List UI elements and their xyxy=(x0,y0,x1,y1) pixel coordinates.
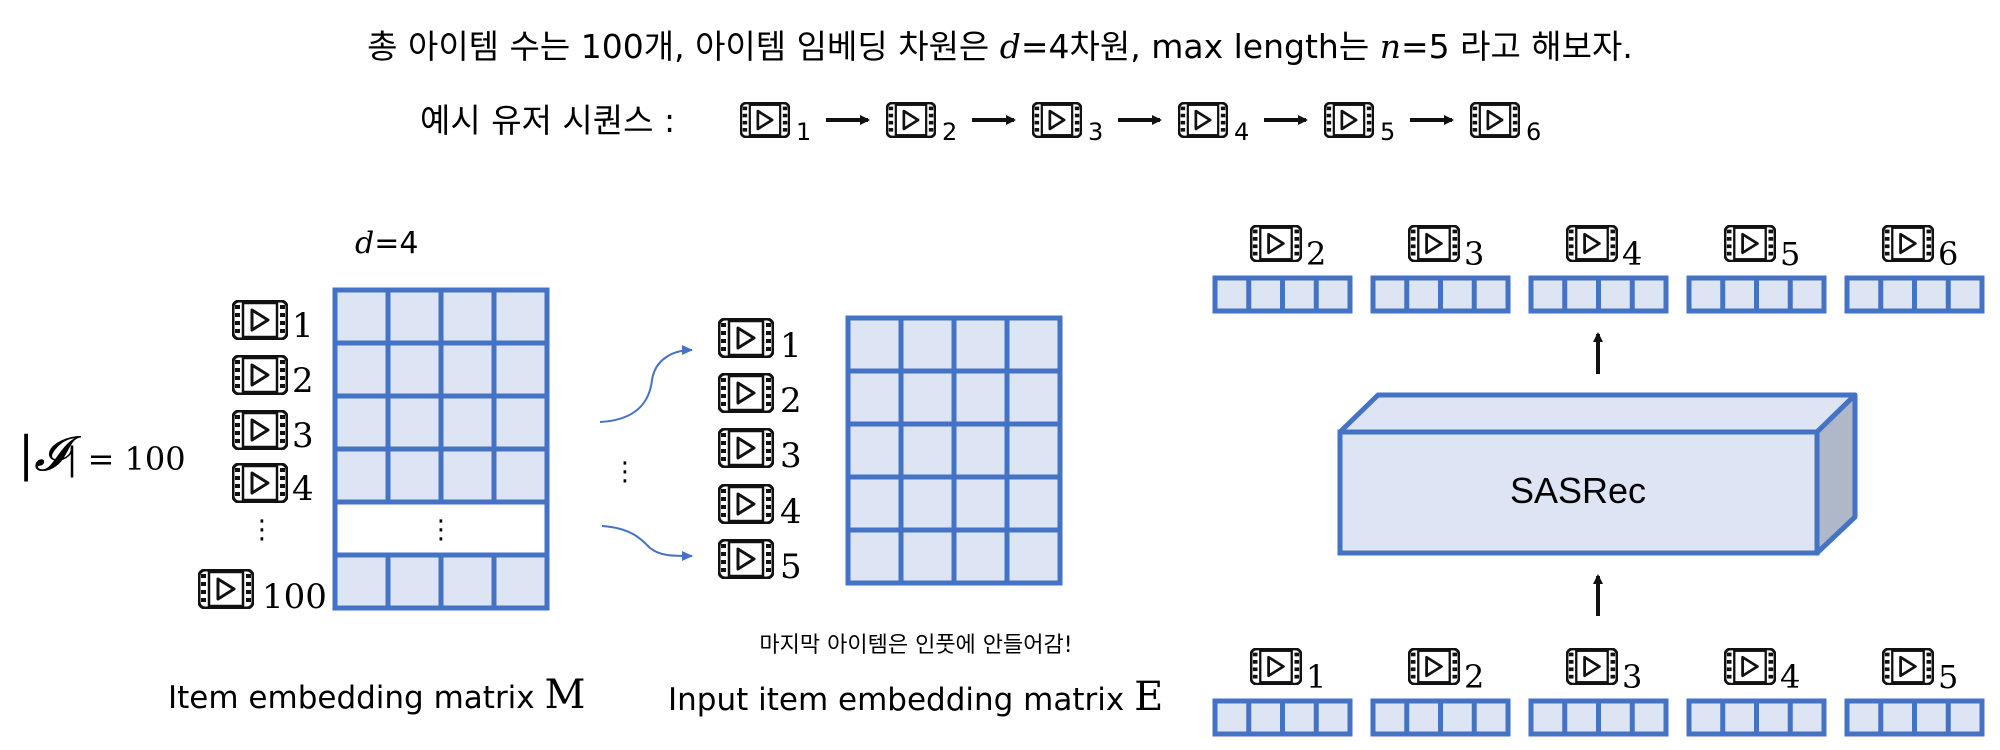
input-index: 1 xyxy=(1306,658,1326,696)
output-vectors xyxy=(1212,275,1985,314)
seq-index: 6 xyxy=(1526,118,1541,146)
item-set-size: |𝓘| = 100 xyxy=(18,426,186,482)
video-icon xyxy=(1324,102,1374,138)
input-vector xyxy=(1370,698,1511,737)
seq-index: 4 xyxy=(1234,118,1249,146)
sasrec-model-box: SASRec xyxy=(1337,392,1858,556)
input-row-labels: 1 2 3 4 5 xyxy=(718,318,802,587)
output-vector xyxy=(1370,275,1511,314)
seq-index: 5 xyxy=(1380,118,1395,146)
lookup-ellipsis: ⋮ xyxy=(612,457,638,487)
input-row-index: 4 xyxy=(780,492,802,532)
header-line-1: 총 아이템 수는 100개, 아이템 임베딩 차원은 d=4차원, max le… xyxy=(367,27,1633,66)
video-icon xyxy=(1566,648,1618,685)
output-vector xyxy=(1528,275,1669,314)
video-icon xyxy=(718,539,774,579)
input-matrix-caption: Input item embedding matrix E xyxy=(668,674,1163,720)
input-row-index: 1 xyxy=(780,326,802,366)
video-icon xyxy=(718,318,774,358)
input-embedding-matrix xyxy=(845,315,1063,586)
video-icon xyxy=(718,373,774,413)
video-icon xyxy=(1724,225,1776,262)
video-icon xyxy=(1882,225,1934,262)
row-index: 2 xyxy=(292,361,314,401)
item-matrix-caption: Item embedding matrix M xyxy=(168,672,585,718)
video-icon xyxy=(232,355,288,395)
example-sequence: 1 2 3 4 5 6 xyxy=(740,102,1541,146)
video-icon xyxy=(232,463,288,503)
output-vector xyxy=(1212,275,1353,314)
video-icon xyxy=(232,300,288,340)
output-index: 3 xyxy=(1464,235,1484,273)
sequence-label: 예시 유저 시퀀스 : xyxy=(420,101,675,140)
input-items: 1 2 3 4 5 xyxy=(1250,648,1958,696)
sasrec-label: SASRec xyxy=(1510,470,1646,511)
input-index: 4 xyxy=(1780,658,1800,696)
video-icon xyxy=(1724,648,1776,685)
input-vector xyxy=(1528,698,1669,737)
row-index: 4 xyxy=(292,469,314,509)
lookup-arrows: ⋮ xyxy=(599,345,693,561)
video-icon xyxy=(1250,225,1302,262)
item-embedding-matrix: ⋮ xyxy=(332,287,550,611)
output-index: 5 xyxy=(1780,235,1800,273)
video-icon xyxy=(1032,102,1082,138)
seq-index: 1 xyxy=(796,118,811,146)
output-index: 6 xyxy=(1938,235,1958,273)
item-row-labels: 1 2 3 4 ⋮ 100 xyxy=(198,300,327,617)
video-icon xyxy=(718,484,774,524)
input-index: 5 xyxy=(1938,658,1958,696)
input-row-index: 3 xyxy=(780,436,802,476)
video-icon xyxy=(1566,225,1618,262)
row-index: 3 xyxy=(292,416,314,456)
video-icon xyxy=(1408,225,1460,262)
lookup-arrow-bottom xyxy=(601,525,693,561)
input-vector xyxy=(1212,698,1353,737)
video-icon xyxy=(1250,648,1302,685)
input-row-index: 5 xyxy=(780,547,802,587)
row-index-last: 100 xyxy=(262,577,327,617)
video-icon xyxy=(740,102,790,138)
video-icon xyxy=(1178,102,1228,138)
last-item-note: 마지막 아이템은 인풋에 안들어감! xyxy=(759,633,1072,658)
video-icon xyxy=(1470,102,1520,138)
input-row-index: 2 xyxy=(780,381,802,421)
lookup-arrow-top xyxy=(599,345,693,423)
matrix-ellipsis: ⋮ xyxy=(428,515,454,545)
output-vector xyxy=(1844,275,1985,314)
seq-index: 2 xyxy=(942,118,957,146)
input-index: 2 xyxy=(1464,658,1484,696)
output-index: 4 xyxy=(1622,235,1642,273)
video-icon xyxy=(198,569,254,609)
output-vector xyxy=(1686,275,1827,314)
input-vectors xyxy=(1212,698,1985,737)
input-vector xyxy=(1686,698,1827,737)
row-ellipsis: ⋮ xyxy=(249,515,275,545)
input-vector xyxy=(1844,698,1985,737)
row-index: 1 xyxy=(292,306,314,346)
video-icon xyxy=(886,102,936,138)
output-items: 2 3 4 5 6 xyxy=(1250,225,1958,273)
output-index: 2 xyxy=(1306,235,1326,273)
video-icon xyxy=(718,428,774,468)
video-icon xyxy=(232,410,288,450)
video-icon xyxy=(1882,648,1934,685)
seq-index: 3 xyxy=(1088,118,1103,146)
video-icon xyxy=(1408,648,1460,685)
dimension-label: d=4 xyxy=(355,226,418,261)
input-index: 3 xyxy=(1622,658,1642,696)
